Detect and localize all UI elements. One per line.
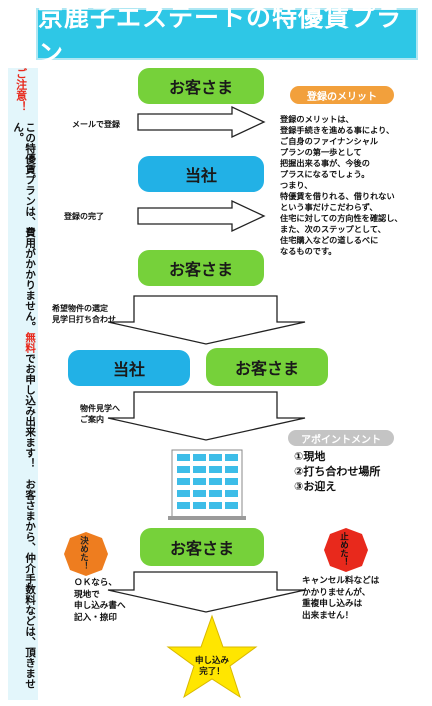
merit-heading: 登録のメリット [290, 86, 394, 104]
arrow-4 [107, 391, 306, 441]
appointment-item-2: ②打ち合わせ場所 [294, 464, 381, 478]
arrow-2 [137, 199, 266, 233]
arrow-1 [137, 105, 266, 139]
caution-text-part1: この特優賃プランは、費用がかかりません。 [24, 122, 37, 332]
step-note-mail: メールで登録 [72, 120, 120, 129]
completion-label: 申し込み 完了！ [194, 656, 229, 678]
building-icon [168, 449, 246, 520]
cancel-note: キャンセル料などは かかりませんが、 重複申し込みは 出来ません！ [302, 576, 380, 621]
decide-badge-icon [64, 532, 108, 576]
customer-box-1: お客さま [138, 68, 264, 104]
company-box-1: 当社 [138, 156, 264, 192]
decide-badge-label: 決めた！ [78, 536, 89, 570]
appointment-item-1: ①現地 [294, 450, 326, 463]
step-note-select: 希望物件の選定 見学日打ち合わせ [52, 304, 116, 324]
arrow-3 [107, 295, 306, 345]
step-note-viewing: 物件見学へ ご案内 [80, 404, 120, 424]
page-title: 京鹿子エステートの特優賃プラン [36, 3, 418, 68]
caution-text: この特優賃プランは、費用がかかりません。無料でお申し込み出来ます！ お客さまから… [12, 122, 36, 700]
customer-box-4: お客さま [140, 528, 264, 566]
stop-badge-icon [324, 528, 368, 572]
stop-badge-label: 止めた！ [338, 532, 349, 566]
company-box-2: 当社 [68, 350, 190, 386]
appointment-item-3: ③お迎え [294, 479, 337, 493]
arrow-5 [107, 571, 306, 613]
caution-label: ご注意！ [14, 68, 28, 112]
step-note-complete: 登録の完了 [64, 212, 104, 221]
ok-note: ＯＫなら、 現地で 申し込み書へ 記入・捺印 [74, 578, 126, 623]
merit-body: 登録のメリットは、 登録手続きを進める事により、 ご自身のファイナンシャル プラ… [280, 114, 403, 256]
customer-box-2: お客さま [138, 250, 264, 286]
appointment-heading: アポイントメント [288, 430, 394, 446]
appointment-list: ①現地 ②打ち合わせ場所 ③お迎え [294, 450, 380, 495]
customer-box-3: お客さま [206, 348, 328, 386]
completion-star-icon [166, 614, 258, 699]
caution-text-part2: でお申し込み出来ます！ お客さまから、仲介手数料などは、頂きません。 [12, 122, 37, 689]
caution-sidebar [8, 68, 38, 700]
caution-free-text: 無料 [24, 332, 37, 353]
